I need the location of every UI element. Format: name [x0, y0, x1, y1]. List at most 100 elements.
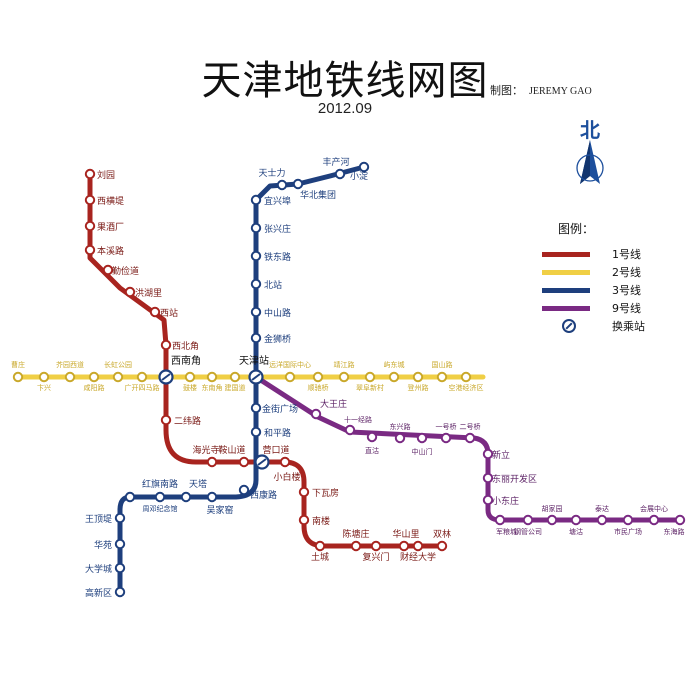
station-line9-5[interactable]: [416, 432, 428, 444]
station-line1-1[interactable]: [84, 194, 96, 206]
legend-label-line9: 9号线: [612, 302, 641, 315]
station-line1-13[interactable]: [279, 456, 291, 468]
legend-swatch-line3: [542, 288, 590, 293]
station-label: 土城: [311, 551, 329, 563]
station-line9-8[interactable]: [482, 448, 494, 460]
station-line1-9[interactable]: [160, 414, 172, 426]
legend-interchange: 换乘站: [542, 318, 672, 334]
station-line9-10[interactable]: [482, 494, 494, 506]
station-line2-18[interactable]: [460, 371, 472, 383]
station-line9-3[interactable]: [366, 431, 378, 443]
station-label: 华北集团: [300, 189, 336, 201]
station-label: 南楼: [312, 515, 330, 527]
station-line3-4[interactable]: [250, 194, 262, 206]
station-line3-16[interactable]: [180, 491, 192, 503]
station-line3-2[interactable]: [292, 178, 304, 190]
station-line2-8[interactable]: [206, 371, 218, 383]
station-label: 建国道: [225, 383, 246, 392]
station-line3-22[interactable]: [114, 586, 126, 598]
station-line1-3[interactable]: [84, 244, 96, 256]
station-label: 登州路: [408, 383, 429, 392]
station-line2-16[interactable]: [412, 371, 424, 383]
station-line9-11[interactable]: [494, 514, 506, 526]
station-line1-0[interactable]: [84, 168, 96, 180]
station-line9-4[interactable]: [394, 432, 406, 444]
station-line2-5[interactable]: [136, 371, 148, 383]
station-label: 小东庄: [492, 495, 519, 507]
station-line2-17[interactable]: [436, 371, 448, 383]
station-line3-19[interactable]: [114, 512, 126, 524]
station-line9-14[interactable]: [570, 514, 582, 526]
interchange-station[interactable]: [254, 454, 270, 470]
station-line2-7[interactable]: [184, 371, 196, 383]
station-line2-0[interactable]: [12, 371, 24, 383]
station-line1-6[interactable]: [149, 306, 161, 318]
station-line3-9[interactable]: [250, 332, 262, 344]
station-label: 丰产河: [322, 156, 349, 168]
interchange-station[interactable]: [158, 369, 174, 385]
station-line1-21[interactable]: [436, 540, 448, 552]
station-line9-13[interactable]: [546, 514, 558, 526]
station-line9-18[interactable]: [674, 514, 686, 526]
station-line1-18[interactable]: [370, 540, 382, 552]
station-line3-0[interactable]: [358, 161, 370, 173]
station-label: 胡家园: [542, 504, 563, 513]
station-line2-1[interactable]: [38, 371, 50, 383]
station-line3-14[interactable]: [238, 484, 250, 496]
station-label: 小白楼: [273, 471, 300, 483]
station-line1-15[interactable]: [298, 514, 310, 526]
station-line1-5[interactable]: [124, 286, 136, 298]
station-line9-2[interactable]: [344, 424, 356, 436]
station-line2-2[interactable]: [64, 371, 76, 383]
station-line9-12[interactable]: [522, 514, 534, 526]
legend-line9: 9号线: [542, 300, 672, 316]
interchange-label: 天津站: [239, 354, 269, 367]
station-label: 本溪路: [97, 245, 124, 257]
station-label: 华苑: [94, 539, 112, 551]
station-line3-6[interactable]: [250, 250, 262, 262]
station-line3-11[interactable]: [250, 402, 262, 414]
station-line3-1[interactable]: [334, 168, 346, 180]
station-line9-17[interactable]: [648, 514, 660, 526]
station-line2-14[interactable]: [364, 371, 376, 383]
station-line3-21[interactable]: [114, 562, 126, 574]
station-line3-18[interactable]: [124, 491, 136, 503]
station-line3-5[interactable]: [250, 222, 262, 234]
station-line1-16[interactable]: [314, 540, 326, 552]
station-line1-19[interactable]: [398, 540, 410, 552]
station-line2-13[interactable]: [338, 371, 350, 383]
station-line1-20[interactable]: [412, 540, 424, 552]
station-label: 西康路: [250, 489, 277, 501]
station-line9-15[interactable]: [596, 514, 608, 526]
station-line1-17[interactable]: [350, 540, 362, 552]
station-line2-4[interactable]: [112, 371, 124, 383]
station-line2-15[interactable]: [388, 371, 400, 383]
station-line9-1[interactable]: [310, 408, 322, 420]
station-label: 陈塘庄: [342, 528, 369, 540]
station-line9-9[interactable]: [482, 472, 494, 484]
station-line3-3[interactable]: [276, 179, 288, 191]
station-line3-8[interactable]: [250, 306, 262, 318]
interchange-station[interactable]: [248, 369, 264, 385]
station-line1-14[interactable]: [298, 486, 310, 498]
station-line1-11[interactable]: [238, 456, 250, 468]
station-line2-9[interactable]: [229, 371, 241, 383]
station-line3-15[interactable]: [206, 491, 218, 503]
station-line1-10[interactable]: [206, 456, 218, 468]
station-line3-7[interactable]: [250, 278, 262, 290]
station-label: 二号桥: [460, 422, 481, 431]
station-label: 十一经路: [344, 415, 372, 424]
station-line1-2[interactable]: [84, 220, 96, 232]
station-line2-11[interactable]: [284, 371, 296, 383]
station-line3-20[interactable]: [114, 538, 126, 550]
station-line1-7[interactable]: [160, 339, 172, 351]
station-line3-12[interactable]: [250, 426, 262, 438]
station-line9-6[interactable]: [440, 432, 452, 444]
station-line1-4[interactable]: [102, 264, 114, 276]
station-line9-7[interactable]: [464, 432, 476, 444]
station-line9-16[interactable]: [622, 514, 634, 526]
station-line2-12[interactable]: [312, 371, 324, 383]
station-label: 双林: [433, 528, 451, 540]
station-line3-17[interactable]: [154, 491, 166, 503]
station-line2-3[interactable]: [88, 371, 100, 383]
